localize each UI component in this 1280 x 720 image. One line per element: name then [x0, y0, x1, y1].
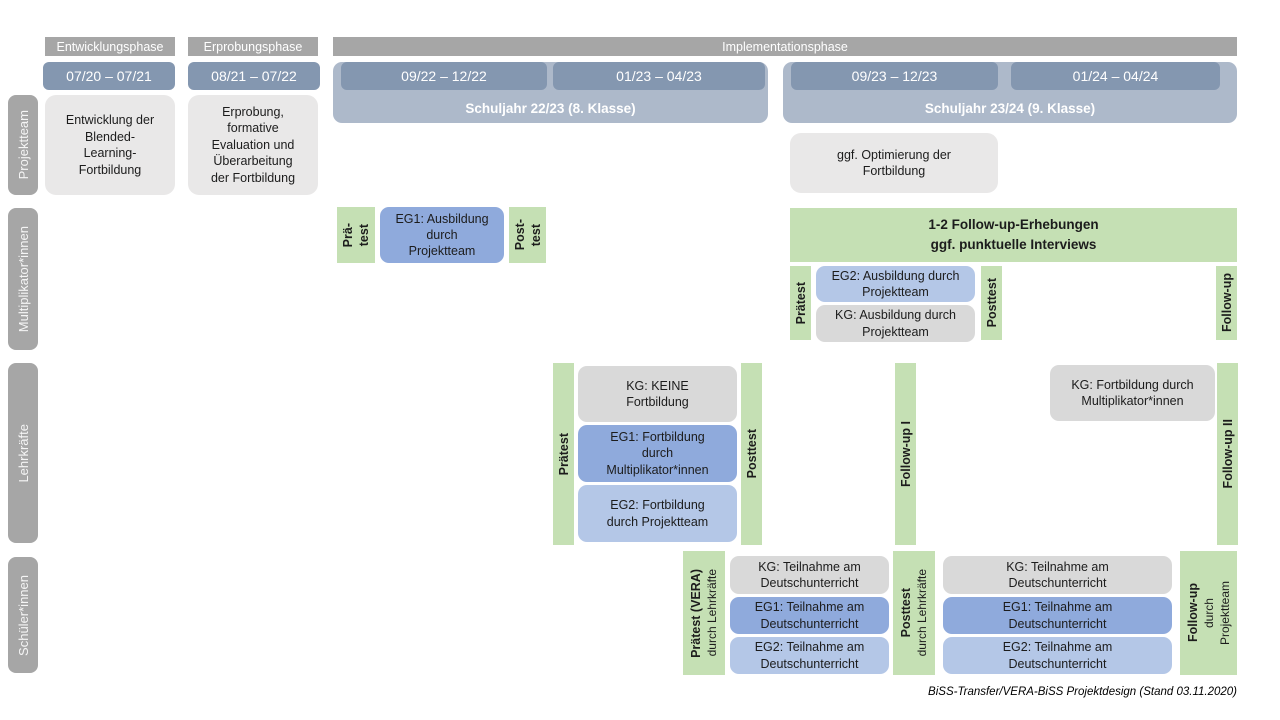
- row-label-lehrkraefte: Lehrkräfte: [8, 363, 38, 543]
- bar-posttest-line1: Post-: [512, 219, 527, 251]
- bar-praetest-lehrkraefte: Prätest: [553, 363, 574, 545]
- bar-followup-schueler-sub2: Projektteam: [1217, 580, 1232, 646]
- bar-praetest-multiplikator-2: Prätest: [790, 266, 811, 340]
- bar-followup-1-text: Follow-up I: [898, 421, 913, 487]
- phase-header-implementationsphase: Implementationsphase: [333, 37, 1237, 56]
- bar-posttest-lehrkraefte: Posttest: [741, 363, 762, 545]
- schuljahr-2324-label: Schuljahr 23/24 (9. Klasse): [924, 101, 1096, 116]
- box-eg1-teilnahme-1: EG1: Teilnahme am Deutschunterricht: [730, 597, 889, 634]
- date-range-0821-0722: 08/21 – 07/22: [188, 62, 320, 90]
- bar-posttest-multiplikator-1: Post- test: [509, 207, 546, 263]
- bar-posttest-2-text: Posttest: [984, 278, 999, 328]
- box-optimierung-fortbildung: ggf. Optimierung der Fortbildung: [790, 133, 998, 193]
- phase-header-entwicklungsphase: Entwicklungsphase: [45, 37, 175, 56]
- bar-followup-multiplikator: Follow-up: [1216, 266, 1237, 340]
- box-erprobung-evaluation: Erprobung, formative Evaluation und Über…: [188, 95, 318, 195]
- bar-praetest-vera-schueler: Prätest (VERA) durch Lehrkräfte: [683, 551, 725, 675]
- box-kg-fortbildung-multiplikatoren: KG: Fortbildung durch Multiplikator*inne…: [1050, 365, 1215, 421]
- bar-praetest-vera-text: Prätest (VERA): [689, 568, 703, 658]
- bar-praetest-lehrkraefte-text: Prätest: [556, 432, 571, 476]
- bar-praetest-2-text: Prätest: [793, 281, 808, 325]
- box-eg1-fortbildung-multiplikatoren: EG1: Fortbildung durch Multiplikator*inn…: [578, 425, 737, 482]
- bar-followup-multiplikator-text: Follow-up: [1219, 273, 1234, 333]
- box-eg2-ausbildung-projektteam: EG2: Ausbildung durch Projektteam: [816, 266, 975, 302]
- bar-praetest-vera-sub: durch Lehrkräfte: [705, 569, 719, 657]
- row-label-multiplikatorinnen: Multiplikator*innen: [8, 208, 38, 350]
- box-kg-teilnahme-1: KG: Teilnahme am Deutschunterricht: [730, 556, 889, 594]
- box-eg2-teilnahme-1: EG2: Teilnahme am Deutschunterricht: [730, 637, 889, 674]
- row-label-lehrkraefte-text: Lehrkräfte: [15, 423, 31, 483]
- row-label-multiplikatorinnen-text: Multiplikator*innen: [15, 225, 31, 333]
- bar-praetest-line2: test: [357, 223, 371, 247]
- date-range-0720-0721: 07/20 – 07/21: [43, 62, 175, 90]
- bar-followup-2-lehrkraefte: Follow-up II: [1217, 363, 1238, 545]
- schuljahr-2223-label: Schuljahr 22/23 (8. Klasse): [465, 101, 636, 116]
- phase-header-erprobungsphase: Erprobungsphase: [188, 37, 318, 56]
- bar-posttest-schueler-sub: durch Lehrkräfte: [915, 569, 929, 657]
- bar-followup-schueler: Follow-up durch Projektteam: [1180, 551, 1237, 675]
- box-entwicklung-fortbildung: Entwicklung der Blended- Learning- Fortb…: [45, 95, 175, 195]
- bar-followup-schueler-sub1: durch: [1201, 597, 1216, 629]
- bar-posttest-multiplikator-2: Posttest: [981, 266, 1002, 340]
- date-range-0124-0424: 01/24 – 04/24: [1011, 62, 1220, 90]
- bar-followup-schueler-text: Follow-up: [1185, 583, 1200, 643]
- bar-posttest-lehrkraefte-text: Posttest: [744, 429, 759, 479]
- row-label-projektteam-text: Projektteam: [15, 110, 31, 180]
- row-label-schuelerinnen-text: Schüler*innen: [15, 574, 31, 656]
- date-range-0923-1223: 09/23 – 12/23: [791, 62, 998, 90]
- diagram-caption: BiSS-Transfer/VERA-BiSS Projektdesign (S…: [928, 686, 1237, 698]
- banner-followup-erhebungen: 1-2 Follow-up-Erhebungen ggf. punktuelle…: [790, 208, 1237, 262]
- box-kg-teilnahme-2: KG: Teilnahme am Deutschunterricht: [943, 556, 1172, 594]
- bar-followup-2-text: Follow-up II: [1220, 419, 1235, 489]
- bar-praetest-multiplikator-1: Prä- test: [337, 207, 375, 263]
- box-eg2-fortbildung-projektteam: EG2: Fortbildung durch Projektteam: [578, 485, 737, 542]
- box-eg2-teilnahme-2: EG2: Teilnahme am Deutschunterricht: [943, 637, 1172, 674]
- bar-followup-1-lehrkraefte: Follow-up I: [895, 363, 916, 545]
- box-eg1-ausbildung-projektteam: EG1: Ausbildung durch Projektteam: [380, 207, 504, 263]
- bar-posttest-schueler-text: Posttest: [899, 588, 913, 638]
- bar-praetest-line1: Prä-: [341, 222, 355, 248]
- date-range-0922-1222: 09/22 – 12/22: [341, 62, 547, 90]
- bar-posttest-line2: test: [528, 223, 543, 247]
- box-eg1-teilnahme-2: EG1: Teilnahme am Deutschunterricht: [943, 597, 1172, 634]
- box-kg-ausbildung-projektteam: KG: Ausbildung durch Projektteam: [816, 305, 975, 342]
- date-range-0123-0423: 01/23 – 04/23: [553, 62, 765, 90]
- bar-posttest-schueler: Posttest durch Lehrkräfte: [893, 551, 935, 675]
- row-label-schuelerinnen: Schüler*innen: [8, 557, 38, 673]
- row-label-projektteam: Projektteam: [8, 95, 38, 195]
- box-kg-keine-fortbildung: KG: KEINE Fortbildung: [578, 366, 737, 422]
